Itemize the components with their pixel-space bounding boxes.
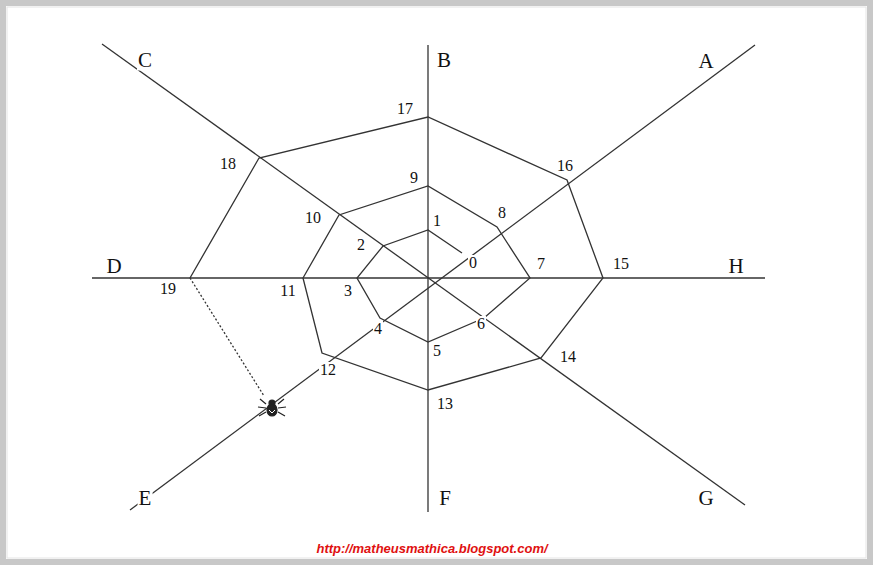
point-number: 9 — [409, 170, 419, 186]
point-number: 15 — [612, 256, 630, 272]
point-number: 11 — [279, 283, 296, 299]
point-number: 3 — [343, 283, 353, 299]
ray-letter: B — [436, 50, 452, 71]
point-number: 19 — [159, 281, 177, 297]
watermark-url: http://matheusmathica.blogspot.com/ — [315, 542, 548, 555]
point-number: 0 — [468, 255, 478, 271]
frame — [7, 7, 866, 558]
point-number: 13 — [436, 396, 454, 412]
point-number: 5 — [432, 343, 442, 359]
point-number: 16 — [556, 158, 574, 174]
point-number: 14 — [559, 349, 577, 365]
point-number: 6 — [476, 316, 486, 332]
point-number: 2 — [356, 237, 366, 253]
point-number: 12 — [319, 362, 337, 378]
spider-icon — [258, 399, 286, 416]
dashed-thread — [190, 278, 264, 396]
point-number: 7 — [536, 256, 546, 272]
ray-line — [130, 45, 755, 510]
point-number: 1 — [432, 213, 442, 229]
ray-letter: A — [697, 51, 714, 72]
point-number: 17 — [396, 101, 414, 117]
ray-letter: F — [438, 488, 452, 509]
point-number: 4 — [373, 321, 383, 337]
ray-letter: E — [138, 488, 153, 509]
ray-letter: D — [105, 256, 122, 277]
ray-line — [102, 44, 745, 505]
point-number: 18 — [219, 156, 237, 172]
ray-letter: G — [697, 488, 714, 509]
ray-letter: H — [727, 256, 744, 277]
frame-shadow — [3, 3, 870, 562]
point-number: 10 — [304, 210, 322, 226]
ray-letter: C — [137, 50, 153, 71]
point-number: 8 — [497, 205, 507, 221]
spiral-web-line — [190, 117, 603, 390]
